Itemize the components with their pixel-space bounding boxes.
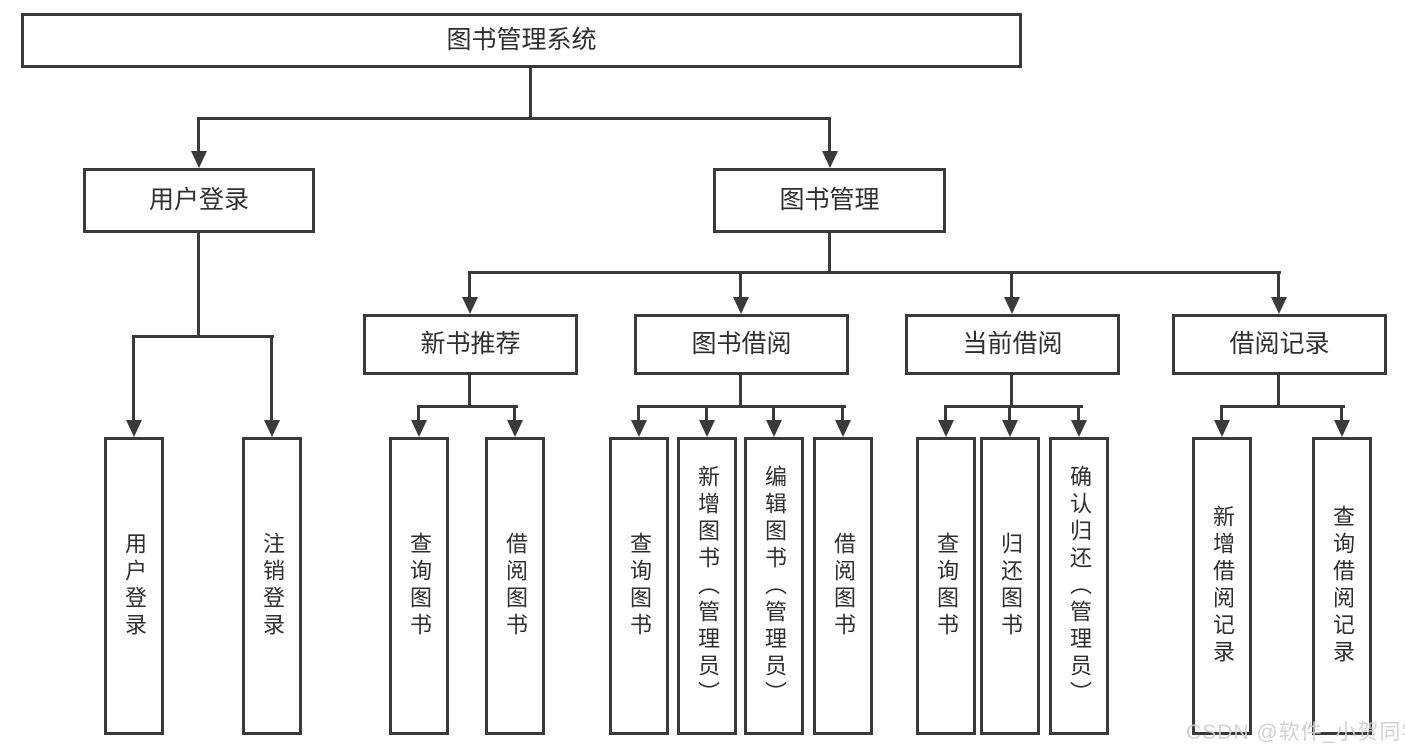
connector-group-rail — [1220, 405, 1345, 408]
node-new-book-recommend-label: 新书推荐 — [420, 330, 521, 358]
connector-drop-leaf — [637, 405, 640, 421]
node-leaf-current-query-book: 查询图书 — [916, 437, 976, 735]
connector-drop-leaf — [417, 405, 420, 421]
connector-drop-l3 — [739, 271, 742, 298]
connector-drop-leaf — [132, 335, 135, 421]
connector-user-login-stem — [197, 233, 200, 337]
connector-drop-leaf — [1077, 405, 1080, 421]
connector-drop-user-login — [197, 117, 200, 152]
node-current-borrow-label: 当前借阅 — [962, 330, 1063, 358]
connector-group-rail — [637, 405, 846, 408]
node-leaf-current-confirm-return: 确认归还（管理员） — [1049, 437, 1109, 735]
connector-l3-rail — [468, 271, 1281, 274]
connector-drop-leaf — [772, 405, 775, 421]
connector-group-stem — [468, 375, 471, 407]
connector-user-login-rail — [132, 335, 274, 338]
arrow-down-icon — [507, 420, 523, 437]
node-borrow-record: 借阅记录 — [1172, 314, 1387, 375]
connector-group-rail — [417, 405, 518, 408]
arrow-down-icon — [1004, 297, 1020, 314]
connector-drop-leaf — [944, 405, 947, 421]
node-book-borrow: 图书借阅 — [634, 314, 849, 375]
node-leaf-borrow-query-book-label: 查询图书 — [627, 532, 652, 640]
node-new-book-recommend: 新书推荐 — [363, 314, 578, 375]
connector-root-stem — [529, 68, 532, 118]
arrow-down-icon — [699, 420, 715, 437]
arrow-down-icon — [938, 420, 954, 437]
connector-drop-leaf — [705, 405, 708, 421]
arrow-down-icon — [1334, 420, 1350, 437]
connector-drop-leaf — [841, 405, 844, 421]
node-leaf-logout-label: 注销登录 — [260, 532, 285, 640]
node-book-management: 图书管理 — [713, 168, 946, 233]
arrow-down-icon — [822, 151, 838, 168]
arrow-down-icon — [1214, 420, 1230, 437]
node-leaf-logout: 注销登录 — [242, 437, 302, 735]
node-leaf-borrow-edit-book-label: 编辑图书（管理员） — [762, 464, 787, 708]
node-leaf-record-add-label: 新增借阅记录 — [1210, 505, 1235, 667]
node-book-management-label: 图书管理 — [779, 186, 880, 214]
node-leaf-current-query-book-label: 查询图书 — [934, 532, 959, 640]
node-leaf-record-query: 查询借阅记录 — [1312, 437, 1372, 735]
node-leaf-current-return-book-label: 归还图书 — [998, 532, 1023, 640]
arrow-down-icon — [835, 420, 851, 437]
node-current-borrow: 当前借阅 — [905, 314, 1120, 375]
connector-book-management-stem — [828, 233, 831, 273]
node-leaf-record-query-label: 查询借阅记录 — [1330, 505, 1355, 667]
connector-group-stem — [1010, 375, 1013, 407]
connector-drop-leaf — [270, 335, 273, 421]
arrow-down-icon — [733, 297, 749, 314]
node-leaf-current-confirm-return-label: 确认归还（管理员） — [1067, 464, 1092, 708]
connector-group-stem — [739, 375, 742, 407]
node-user-login: 用户登录 — [83, 168, 315, 233]
node-borrow-record-label: 借阅记录 — [1229, 330, 1330, 358]
node-leaf-borrow-add-book: 新增图书（管理员） — [677, 437, 737, 735]
arrow-down-icon — [462, 297, 478, 314]
node-leaf-borrow-borrow-book: 借阅图书 — [813, 437, 873, 735]
node-leaf-recommend-query-book-label: 查询图书 — [407, 532, 432, 640]
connector-drop-l3 — [1010, 271, 1013, 298]
arrow-down-icon — [1002, 420, 1018, 437]
arrow-down-icon — [126, 420, 142, 437]
node-root-label: 图书管理系统 — [446, 26, 597, 54]
node-leaf-current-return-book: 归还图书 — [980, 437, 1040, 735]
connector-drop-book-management — [828, 117, 831, 152]
connector-group-stem — [1277, 375, 1280, 407]
connector-drop-leaf — [513, 405, 516, 421]
connector-drop-l3 — [468, 271, 471, 298]
node-root: 图书管理系统 — [21, 13, 1022, 68]
connector-drop-leaf — [1008, 405, 1011, 421]
node-leaf-recommend-borrow-book-label: 借阅图书 — [503, 532, 528, 640]
node-leaf-user-login: 用户登录 — [104, 437, 164, 735]
node-leaf-borrow-borrow-book-label: 借阅图书 — [831, 532, 856, 640]
node-leaf-borrow-edit-book: 编辑图书（管理员） — [744, 437, 804, 735]
node-book-borrow-label: 图书借阅 — [691, 330, 792, 358]
connector-drop-leaf — [1340, 405, 1343, 421]
connector-drop-leaf — [1220, 405, 1223, 421]
node-leaf-record-add: 新增借阅记录 — [1192, 437, 1252, 735]
arrow-down-icon — [1071, 420, 1087, 437]
node-leaf-recommend-query-book: 查询图书 — [389, 437, 449, 735]
arrow-down-icon — [264, 420, 280, 437]
arrow-down-icon — [411, 420, 427, 437]
connector-drop-l3 — [1277, 271, 1280, 298]
arrow-down-icon — [766, 420, 782, 437]
node-leaf-borrow-add-book-label: 新增图书（管理员） — [695, 464, 720, 708]
arrow-down-icon — [631, 420, 647, 437]
node-user-login-label: 用户登录 — [148, 186, 249, 214]
connector-l2-rail — [197, 117, 831, 120]
arrow-down-icon — [191, 151, 207, 168]
arrow-down-icon — [1271, 297, 1287, 314]
connector-group-rail — [944, 405, 1083, 408]
csdn-watermark: CSDN @软件_小贺同学 — [1186, 721, 1405, 744]
node-leaf-recommend-borrow-book: 借阅图书 — [485, 437, 545, 735]
node-leaf-user-login-label: 用户登录 — [122, 532, 147, 640]
node-leaf-borrow-query-book: 查询图书 — [609, 437, 669, 735]
